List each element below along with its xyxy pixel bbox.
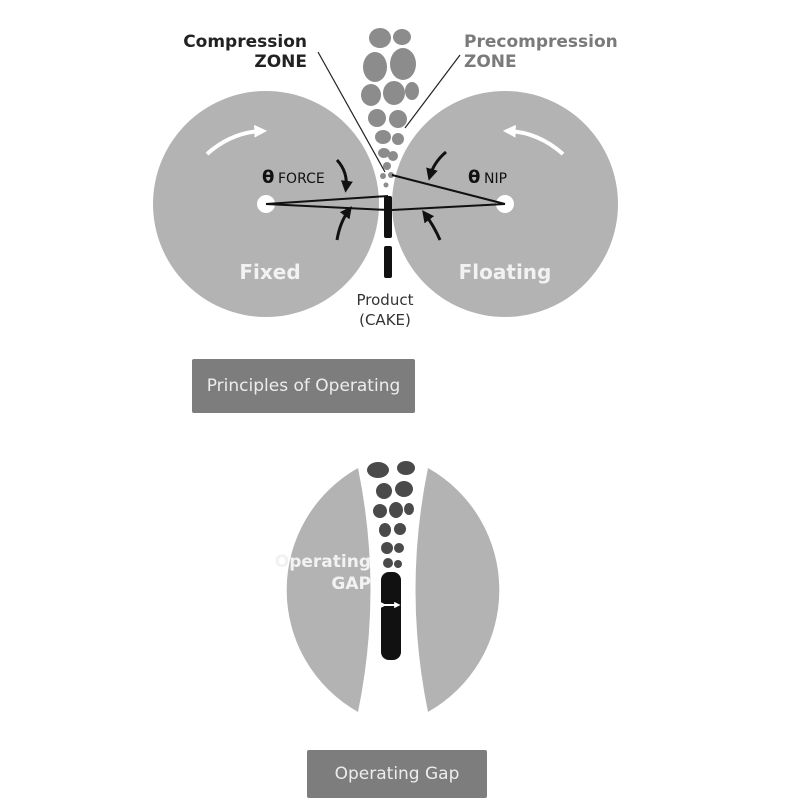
force-arrow-icon xyxy=(422,210,442,241)
force-arrow-icon xyxy=(335,206,352,241)
product-cake xyxy=(384,196,392,278)
product-label-line2: (CAKE) xyxy=(359,311,411,329)
precompression-zone-label-line1: Precompression xyxy=(464,32,618,52)
principles-caption-text: Principles of Operating xyxy=(206,376,401,396)
operating-gap-diagram: Operating GAP xyxy=(275,461,500,712)
compression-zone-label-line1: Compression xyxy=(183,32,307,52)
principles-diagram: Compression ZONE Precompression ZONE θ F… xyxy=(153,28,618,329)
force-arrow-icon xyxy=(426,150,447,181)
operating-gap-caption: Operating Gap xyxy=(307,750,487,798)
rotation-arrow-icon xyxy=(502,124,565,156)
theta-force-symbol: θ xyxy=(262,167,274,188)
precompression-zone-label-line2: ZONE xyxy=(464,52,517,72)
compression-zone-label-line2: ZONE xyxy=(254,52,307,72)
operating-gap-label-line2: GAP xyxy=(331,574,371,594)
theta-nip-label: NIP xyxy=(484,171,507,187)
operating-gap-label-line1: Operating xyxy=(275,552,371,572)
compression-zone-leader xyxy=(317,51,386,173)
precompression-zone-leader xyxy=(404,54,461,129)
principles-caption: Principles of Operating xyxy=(192,359,415,413)
force-arrow-icon xyxy=(335,158,353,193)
compacted-product xyxy=(381,572,401,660)
product-label-line1: Product xyxy=(357,291,414,309)
left-roll-segment xyxy=(286,468,371,712)
theta-force-label: FORCE xyxy=(278,171,325,187)
operating-gap-caption-text: Operating Gap xyxy=(334,764,460,784)
floating-roll-label: Floating xyxy=(459,260,552,284)
fixed-roll-label: Fixed xyxy=(239,260,300,284)
angle-lines xyxy=(265,174,506,211)
rotation-arrow-icon xyxy=(205,124,268,156)
right-roll-segment xyxy=(415,468,500,712)
granule-feed xyxy=(361,28,419,188)
gap-granules xyxy=(367,461,415,568)
theta-nip-symbol: θ xyxy=(468,167,480,188)
